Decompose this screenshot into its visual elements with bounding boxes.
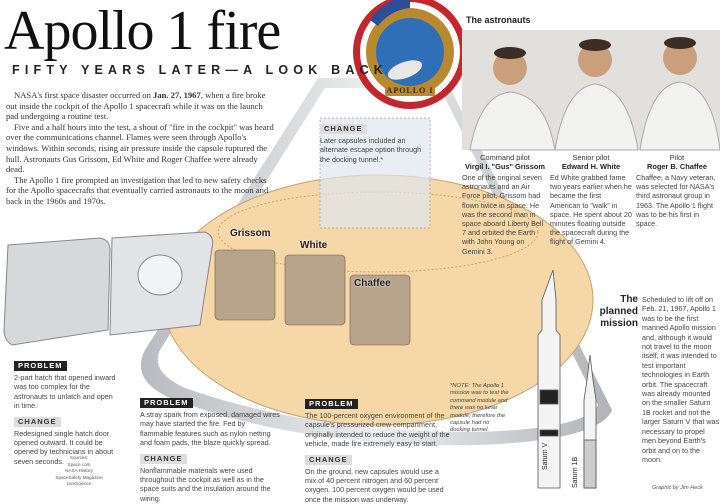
label-grissom: Grissom xyxy=(230,228,271,239)
page-title: Apollo 1 fire xyxy=(4,0,281,62)
apollo-1-patch xyxy=(353,0,467,109)
label-white: White xyxy=(300,240,328,251)
crew-couches xyxy=(214,249,411,346)
inner-hatch xyxy=(3,237,111,346)
escape-change-callout: CHANGE Later capsules included an altern… xyxy=(320,124,422,164)
problem-tag: PROBLEM xyxy=(305,399,358,409)
astronauts-photo xyxy=(462,30,720,151)
change-tag: CHANGE xyxy=(320,124,367,134)
crew-caption-grissom: Command pilot Virgil I. "Gus" Grissom On… xyxy=(462,153,545,256)
docking-tunnel xyxy=(319,117,431,229)
crew-caption-white: Senior pilot Edward H. White Ed White gr… xyxy=(550,153,632,247)
mission-title: The planned mission xyxy=(599,294,638,329)
intro-paragraph: NASA's first space disaster occurred on … xyxy=(6,90,266,122)
hatch-callout: PROBLEM 2-part hatch that opened inward … xyxy=(14,361,116,466)
graphic-credit: Graphic by Jim Heck xyxy=(652,485,703,491)
change-tag: CHANGE xyxy=(14,416,61,427)
patch-apollo-1-text: APOLLO I xyxy=(385,86,435,96)
crew-caption-chaffee: Pilot Roger B. Chaffee Chaffee, a Navy v… xyxy=(636,153,716,229)
intro-paragraph: The Apollo 1 fire prompted an investigat… xyxy=(6,174,269,206)
saturn-v-rocket xyxy=(537,269,561,489)
intro-text: NASA's first space disaster occurred on … xyxy=(6,90,274,207)
problem-tag: PROBLEM xyxy=(14,361,67,371)
intro-paragraph: Five and a half hours into the test, a s… xyxy=(6,121,274,175)
docking-note: *NOTE: The Apollo 1 mission was to test … xyxy=(450,383,509,434)
change-tag: CHANGE xyxy=(305,454,352,465)
spark-callout: PROBLEM A stray spark from exposed, dama… xyxy=(140,398,280,503)
page-subtitle: FIFTY YEARS LATER—A LOOK BACK xyxy=(12,63,389,77)
change-tag: CHANGE xyxy=(140,453,187,464)
saturn-1b-label: Saturn 1B xyxy=(572,456,579,488)
saturn-v-label: Saturn V xyxy=(542,442,549,470)
oxygen-callout: PROBLEM The 100-percent oxygen environme… xyxy=(305,399,450,504)
mission-text: Scheduled to lift off on Feb. 21, 1967, … xyxy=(642,295,720,464)
astronauts-heading: The astronauts xyxy=(466,15,531,25)
label-chaffee: Chaffee xyxy=(354,278,391,289)
problem-tag: PROBLEM xyxy=(140,398,193,408)
sources: Sources: Space.com NASA History SpaceSaf… xyxy=(55,455,103,487)
saturn-1b-rocket xyxy=(583,354,597,489)
